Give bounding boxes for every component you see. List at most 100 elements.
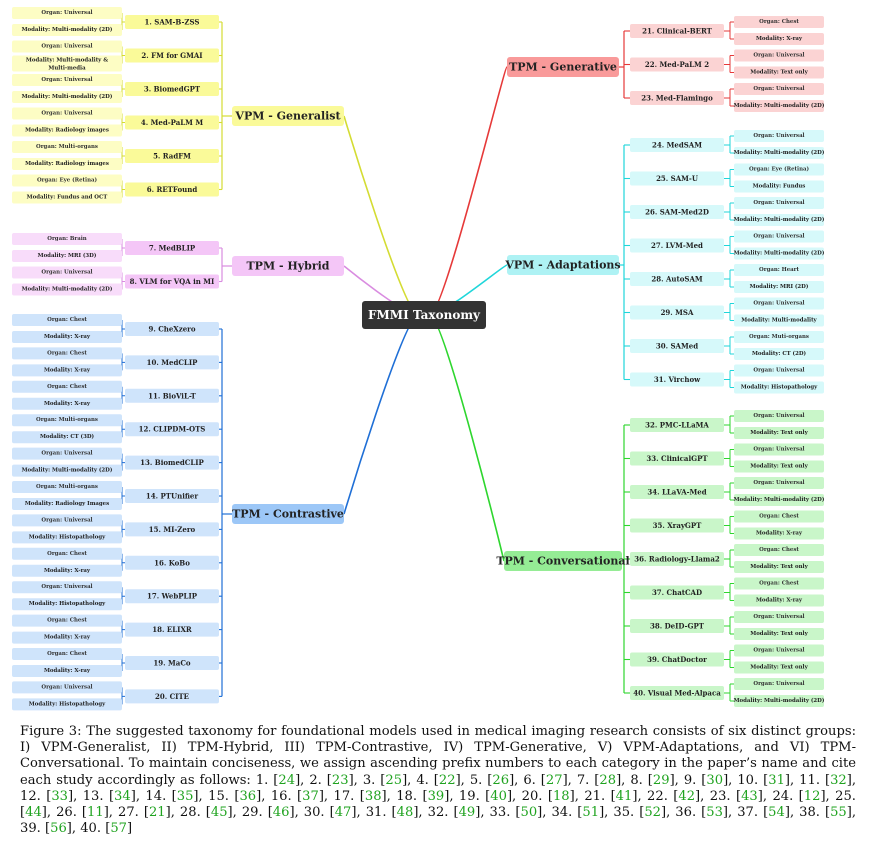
citation-ref[interactable]: 38 bbox=[364, 788, 382, 804]
citation-ref[interactable]: 46 bbox=[272, 805, 290, 821]
citation-ref[interactable]: 37 bbox=[302, 788, 319, 804]
citation-ref[interactable]: 43 bbox=[741, 788, 758, 804]
model-box[interactable] bbox=[125, 656, 219, 670]
citation-ref[interactable]: 49 bbox=[458, 805, 476, 821]
model-box[interactable] bbox=[630, 686, 724, 700]
citation-ref[interactable]: 22 bbox=[438, 772, 456, 788]
model-box[interactable] bbox=[125, 522, 219, 537]
citation-ref[interactable]: 18 bbox=[552, 788, 570, 804]
category-node[interactable] bbox=[504, 551, 622, 571]
citation-ref[interactable]: 56 bbox=[50, 821, 67, 837]
model-name: 17. WebPLIP bbox=[147, 592, 198, 601]
model-box[interactable] bbox=[630, 171, 724, 186]
model-box[interactable] bbox=[125, 115, 219, 130]
model-node: Modality: Multi-modality (2D) bbox=[630, 678, 825, 707]
organ-box bbox=[734, 83, 824, 95]
modality-box bbox=[734, 281, 824, 293]
citation-ref[interactable]: 50 bbox=[520, 805, 538, 821]
citation-ref[interactable]: 39 bbox=[427, 788, 445, 804]
category-node[interactable] bbox=[232, 256, 344, 276]
category-node[interactable] bbox=[232, 106, 344, 126]
model-box[interactable] bbox=[630, 305, 724, 320]
citation-ref[interactable]: 54 bbox=[768, 805, 785, 821]
model-box[interactable] bbox=[630, 585, 724, 600]
citation-ref[interactable]: 29 bbox=[652, 772, 670, 788]
category-node[interactable] bbox=[232, 504, 344, 524]
modality-label: Modality: Radiology images bbox=[25, 161, 109, 167]
center-node[interactable]: FMMI Taxonomy bbox=[362, 301, 486, 329]
citation-ref[interactable]: 11 bbox=[87, 805, 104, 821]
model-box[interactable] bbox=[125, 689, 219, 704]
model-box[interactable] bbox=[125, 182, 219, 197]
model-box[interactable] bbox=[125, 322, 219, 336]
model-box[interactable] bbox=[125, 555, 219, 570]
model-box[interactable] bbox=[630, 652, 724, 667]
organ-label: Organ: Universal bbox=[753, 200, 804, 206]
model-box[interactable] bbox=[630, 238, 724, 253]
citation-ref[interactable]: 51 bbox=[582, 805, 600, 821]
citation-ref[interactable]: 45 bbox=[210, 805, 228, 821]
citation-ref[interactable]: 25 bbox=[385, 772, 403, 788]
model-box[interactable] bbox=[630, 451, 724, 466]
citation-ref[interactable]: 24 bbox=[278, 772, 296, 788]
citation-ref[interactable]: 32 bbox=[830, 772, 847, 788]
model-box[interactable] bbox=[125, 489, 219, 503]
category-node[interactable] bbox=[507, 57, 619, 77]
citation-ref[interactable]: 21 bbox=[148, 805, 166, 821]
model-box[interactable] bbox=[125, 455, 219, 470]
citation-ref[interactable]: 28 bbox=[599, 772, 617, 788]
model-box[interactable] bbox=[125, 149, 219, 163]
model-box[interactable] bbox=[630, 57, 724, 72]
model-box[interactable] bbox=[630, 205, 724, 219]
citation-ref[interactable]: 48 bbox=[396, 805, 414, 821]
model-box[interactable] bbox=[630, 272, 724, 286]
citation-ref[interactable]: 34 bbox=[114, 788, 131, 804]
model-box[interactable] bbox=[630, 339, 724, 353]
model-box[interactable] bbox=[125, 355, 219, 370]
modality-label: Modality: Multi-modality (2D) bbox=[734, 216, 825, 223]
citation-ref[interactable]: 41 bbox=[615, 788, 633, 804]
citation-ref[interactable]: 36 bbox=[239, 788, 257, 804]
citation-ref[interactable]: 40 bbox=[490, 788, 507, 804]
model-box[interactable] bbox=[630, 485, 724, 499]
model-box[interactable] bbox=[125, 622, 219, 637]
model-box[interactable] bbox=[630, 138, 724, 152]
citation-ref[interactable]: 23 bbox=[331, 772, 349, 788]
model-box[interactable] bbox=[630, 24, 724, 38]
citation-ref[interactable]: 42 bbox=[678, 788, 696, 804]
citation-ref[interactable]: 52 bbox=[644, 805, 661, 821]
citation-ref[interactable]: 53 bbox=[706, 805, 723, 821]
model-box[interactable] bbox=[125, 241, 219, 255]
model-name: 25. SAM-U bbox=[656, 174, 698, 183]
citation-ref[interactable]: 30 bbox=[706, 772, 724, 788]
model-box[interactable] bbox=[630, 372, 724, 387]
figure-caption: Figure 3: The suggested taxonomy for fou… bbox=[20, 724, 856, 837]
citation-ref[interactable]: 31 bbox=[768, 772, 785, 788]
center-box[interactable] bbox=[362, 301, 486, 329]
model-box[interactable] bbox=[125, 589, 219, 604]
modality-box bbox=[734, 494, 824, 506]
model-box[interactable] bbox=[630, 518, 724, 533]
model-box[interactable] bbox=[630, 91, 724, 105]
model-box[interactable] bbox=[630, 418, 724, 432]
model-box[interactable] bbox=[125, 422, 219, 437]
model-box[interactable] bbox=[125, 274, 219, 289]
model-box[interactable] bbox=[125, 82, 219, 96]
model-box[interactable] bbox=[125, 48, 219, 63]
model-box[interactable] bbox=[630, 619, 724, 633]
citation-ref[interactable]: 44 bbox=[25, 805, 42, 821]
model-box[interactable] bbox=[125, 15, 219, 29]
citation-ref[interactable]: 33 bbox=[51, 788, 69, 804]
model-box[interactable] bbox=[630, 552, 724, 566]
model-box[interactable] bbox=[125, 388, 219, 403]
category-node[interactable] bbox=[507, 255, 619, 275]
model-node: Modality: Text only bbox=[630, 644, 824, 674]
citation-ref[interactable]: 27 bbox=[545, 772, 563, 788]
citation-ref[interactable]: 55 bbox=[830, 805, 847, 821]
citation-ref[interactable]: 12 bbox=[803, 788, 821, 804]
citation-ref[interactable]: 26 bbox=[492, 772, 510, 788]
citation-ref[interactable]: 57 bbox=[110, 821, 127, 837]
citation-ref[interactable]: 35 bbox=[176, 788, 194, 804]
modality-box bbox=[734, 381, 824, 394]
citation-ref[interactable]: 47 bbox=[334, 805, 352, 821]
